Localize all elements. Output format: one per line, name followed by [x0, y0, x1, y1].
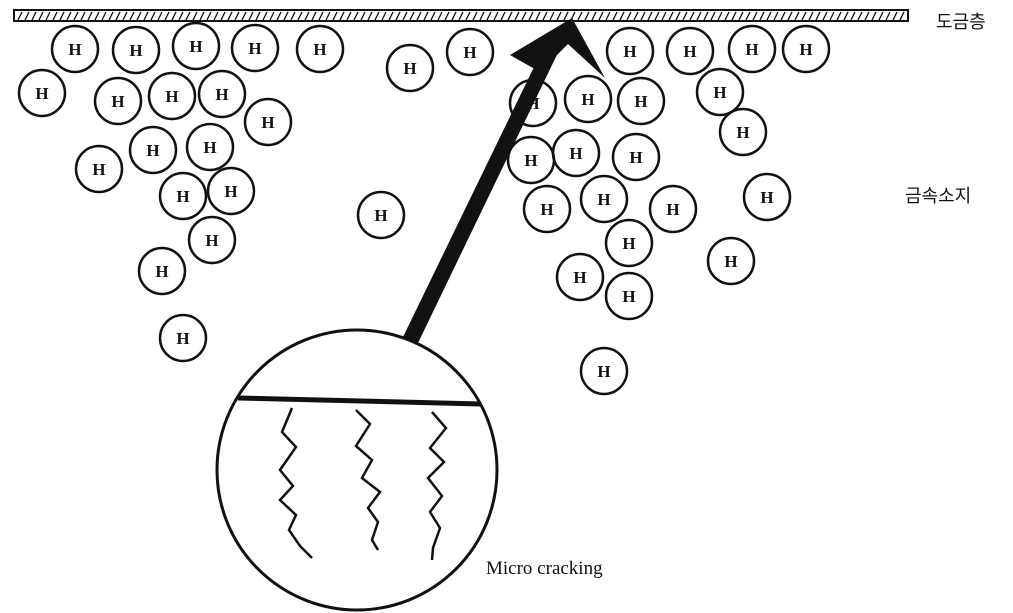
hydrogen-symbol: H: [313, 40, 326, 59]
hydrogen-symbol: H: [799, 40, 812, 59]
hydrogen-atom: H: [197, 69, 247, 119]
hydrogen-atom: H: [185, 122, 235, 172]
hydrogen-atom: H: [50, 24, 100, 74]
hydrogen-atom: H: [158, 171, 208, 221]
hydrogen-symbol: H: [215, 85, 228, 104]
hydrogen-symbol: H: [155, 262, 168, 281]
hydrogen-symbol: H: [261, 113, 274, 132]
plating-layer-label: 도금층: [936, 12, 986, 33]
hydrogen-symbol: H: [35, 84, 48, 103]
hydrogen-symbol: H: [146, 141, 159, 160]
hydrogen-atom: H: [616, 76, 666, 126]
hydrogen-atom-group: H H H H H H H H H H H H H H H H H H H H H H H H H H H H H H H H H H H H H H H H…: [17, 21, 831, 396]
hydrogen-atom: H: [727, 24, 777, 74]
hydrogen-atom: H: [604, 271, 654, 321]
hydrogen-symbol: H: [597, 362, 610, 381]
hydrogen-symbol: H: [597, 190, 610, 209]
hydrogen-symbol: H: [540, 200, 553, 219]
hydrogen-symbol: H: [736, 123, 749, 142]
hydrogen-atom: H: [781, 24, 831, 74]
hydrogen-atom: H: [445, 27, 495, 77]
hydrogen-symbol: H: [623, 42, 636, 61]
hydrogen-symbol: H: [374, 206, 387, 225]
crack-origin-arrow: [403, 18, 605, 343]
hydrogen-atom: H: [356, 190, 406, 240]
hydrogen-atom: H: [74, 144, 124, 194]
hydrogen-atom: H: [506, 135, 556, 185]
hydrogen-symbol: H: [176, 187, 189, 206]
hydrogen-symbol: H: [634, 92, 647, 111]
hydrogen-atom: H: [137, 246, 187, 296]
hydrogen-symbol: H: [165, 87, 178, 106]
hydrogen-atom: H: [665, 26, 715, 76]
hydrogen-symbol: H: [622, 287, 635, 306]
base-metal-label: 금속소지: [905, 186, 972, 207]
hydrogen-symbol: H: [683, 42, 696, 61]
hydrogen-atom: H: [742, 172, 792, 222]
hydrogen-symbol: H: [68, 40, 81, 59]
hydrogen-atom: H: [706, 236, 756, 286]
hydrogen-atom: H: [605, 26, 655, 76]
hydrogen-atom: H: [17, 68, 67, 118]
micro-cracking-caption: Micro cracking: [486, 558, 603, 579]
hydrogen-atom: H: [579, 174, 629, 224]
hydrogen-atom: H: [111, 25, 161, 75]
hydrogen-symbol: H: [205, 231, 218, 250]
hydrogen-symbol: H: [760, 188, 773, 207]
micro-crack-inset: [215, 328, 499, 612]
hydrogen-symbol: H: [713, 83, 726, 102]
hydrogen-atom: H: [206, 166, 256, 216]
hydrogen-symbol: H: [524, 151, 537, 170]
hydrogen-symbol: H: [622, 234, 635, 253]
hydrogen-atom: H: [695, 67, 745, 117]
hydrogen-atom: H: [648, 184, 698, 234]
hydrogen-symbol: H: [745, 40, 758, 59]
hydrogen-atom: H: [93, 76, 143, 126]
hydrogen-atom: H: [522, 184, 572, 234]
hydrogen-symbol: H: [569, 144, 582, 163]
hydrogen-symbol: H: [581, 90, 594, 109]
hydrogen-symbol: H: [724, 252, 737, 271]
hydrogen-symbol: H: [573, 268, 586, 287]
hydrogen-atom: H: [604, 218, 654, 268]
hydrogen-symbol: H: [629, 148, 642, 167]
hydrogen-atom: H: [187, 215, 237, 265]
hydrogen-atom: H: [171, 21, 221, 71]
hydrogen-atom: H: [230, 23, 280, 73]
hydrogen-symbol: H: [111, 92, 124, 111]
hydrogen-atom: H: [555, 252, 605, 302]
hydrogen-symbol: H: [189, 37, 202, 56]
hydrogen-atom: H: [563, 74, 613, 124]
hydrogen-atom: H: [551, 128, 601, 178]
hydrogen-atom: H: [158, 313, 208, 363]
hydrogen-symbol: H: [92, 160, 105, 179]
crack-line-2: [354, 409, 382, 551]
hydrogen-symbol: H: [463, 43, 476, 62]
hydrogen-atom: H: [243, 97, 293, 147]
hydrogen-symbol: H: [224, 182, 237, 201]
hydrogen-atom: H: [385, 43, 435, 93]
plating-layer: [13, 9, 909, 22]
hydrogen-symbol: H: [129, 41, 142, 60]
hydrogen-symbol: H: [203, 138, 216, 157]
hydrogen-atom: H: [295, 24, 345, 74]
hydrogen-symbol: H: [176, 329, 189, 348]
hydrogen-atom: H: [718, 107, 768, 157]
crack-line-1: [278, 407, 313, 559]
hydrogen-symbol: H: [248, 39, 261, 58]
crack-line-3: [426, 411, 448, 561]
hydrogen-atom: H: [611, 132, 661, 182]
hydrogen-atom: H: [147, 71, 197, 121]
hydrogen-atom: H: [579, 346, 629, 396]
hydrogen-symbol: H: [666, 200, 679, 219]
hydrogen-atom: H: [128, 125, 178, 175]
hydrogen-symbol: H: [403, 59, 416, 78]
